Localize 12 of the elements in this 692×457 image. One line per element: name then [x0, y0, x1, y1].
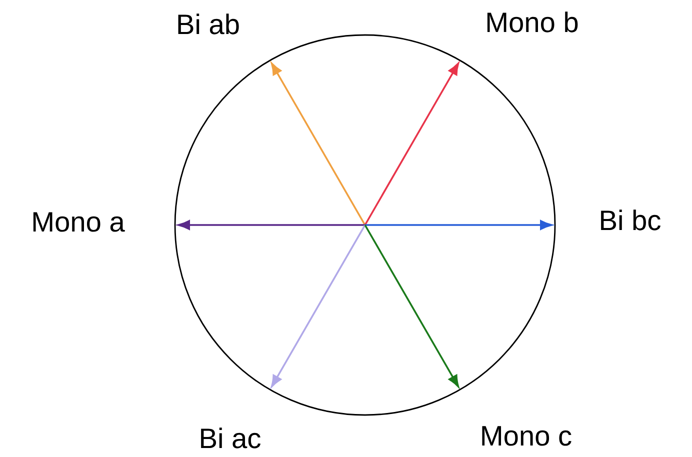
axis-label: Bi ac [201, 428, 260, 448]
arrow [270, 224, 366, 388]
arrow [364, 62, 460, 226]
axis-label: Mono b [487, 12, 578, 32]
arrow [365, 220, 552, 230]
arrow [270, 62, 366, 226]
arrow [178, 220, 365, 230]
arrow [364, 224, 460, 388]
axis-label: Mono a [33, 212, 125, 232]
axis-label: Bi bc [601, 210, 660, 230]
axis-label: Bi ab [178, 14, 239, 34]
axis-label: Mono c [482, 426, 572, 446]
